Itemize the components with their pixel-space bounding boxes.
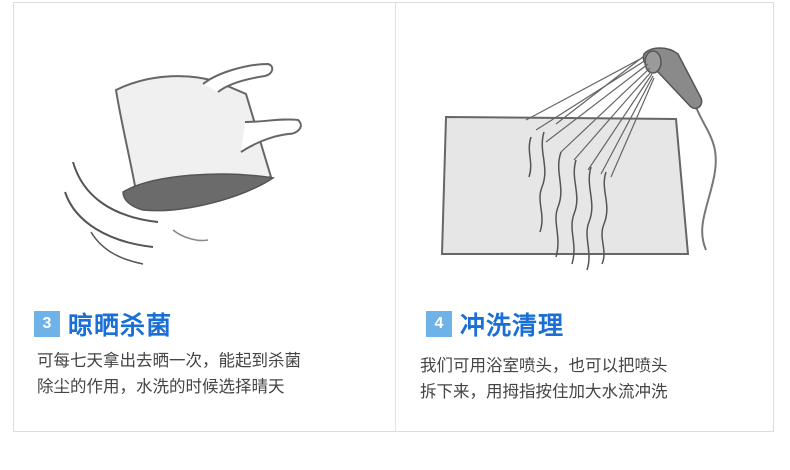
step-number-badge: 3	[34, 311, 60, 337]
description-line: 可每七天拿出去晒一次，能起到杀菌	[37, 351, 301, 370]
step-panel-drying: 3 晾晒杀菌 可每七天拿出去晒一次，能起到杀菌 除尘的作用，水洗的时候选择晴天	[13, 2, 395, 432]
step-description-rinsing: 我们可用浴室喷头，也可以把喷头 拆下来，用拇指按住加大水流冲洗	[420, 353, 668, 405]
description-line: 拆下来，用拇指按住加大水流冲洗	[420, 382, 668, 401]
step-description-drying: 可每七天拿出去晒一次，能起到杀菌 除尘的作用，水洗的时候选择晴天	[37, 348, 301, 400]
step-title: 冲洗清理	[460, 311, 565, 340]
step-number-badge: 4	[426, 311, 452, 337]
panel-divider	[395, 2, 396, 432]
drying-mask-icon	[64, 62, 302, 265]
step-heading-drying: 3 晾晒杀菌	[34, 308, 172, 340]
shower-rinse-icon	[440, 47, 717, 271]
step-title: 晾晒杀菌	[68, 311, 173, 340]
description-line: 我们可用浴室喷头，也可以把喷头	[420, 356, 668, 375]
step-panel-rinsing: 4 冲洗清理 我们可用浴室喷头，也可以把喷头 拆下来，用拇指按住加大水流冲洗	[396, 2, 774, 432]
step-heading-rinsing: 4 冲洗清理	[426, 308, 564, 340]
description-line: 除尘的作用，水洗的时候选择晴天	[37, 377, 285, 396]
